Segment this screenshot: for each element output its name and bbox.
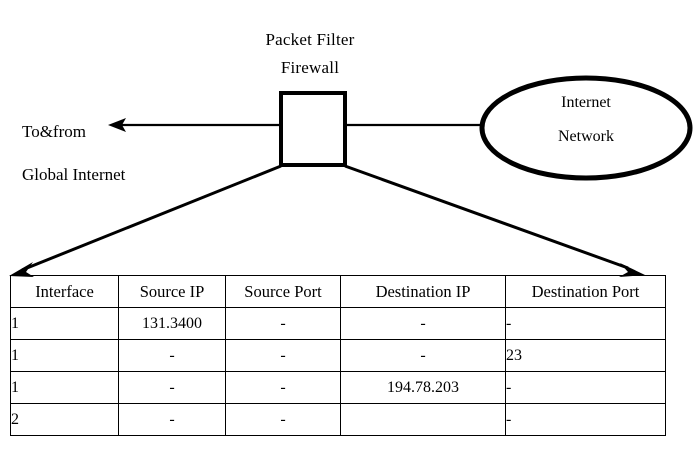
- table-left-callout-arrowhead: [9, 262, 34, 277]
- cell-source-port: -: [225, 339, 341, 372]
- cell-destination-port: -: [505, 403, 666, 436]
- table-row: 2 - - -: [10, 403, 666, 436]
- table-header-row: Interface Source IP Source Port Destinat…: [10, 275, 666, 308]
- cell-destination-ip: [340, 403, 506, 436]
- table-row: 1 131.3400 - - -: [10, 307, 666, 340]
- to-global-internet-arrowhead: [108, 118, 126, 132]
- table-right-callout-line: [344, 164, 629, 270]
- cell-destination-ip: 194.78.203: [340, 371, 506, 404]
- cell-source-ip: -: [118, 339, 226, 372]
- global-internet-label-line1: To&from: [22, 122, 86, 141]
- internet-network-label-line1: Internet: [561, 94, 611, 111]
- diagram-title-line1: Packet Filter: [265, 30, 355, 49]
- cell-interface: 1: [10, 307, 119, 340]
- cell-source-port: -: [225, 307, 341, 340]
- cell-destination-port: 23: [505, 339, 666, 372]
- packet-filter-rules-table: Interface Source IP Source Port Destinat…: [10, 275, 666, 436]
- table-row: 1 - - - 23: [10, 339, 666, 372]
- cell-source-ip: -: [118, 371, 226, 404]
- cell-destination-ip: -: [340, 339, 506, 372]
- cell-destination-port: -: [505, 371, 666, 404]
- internet-network-label-line2: Network: [558, 128, 614, 145]
- column-header-source-ip: Source IP: [118, 275, 226, 308]
- column-header-destination-ip: Destination IP: [340, 275, 506, 308]
- table-right-callout-arrowhead: [619, 263, 645, 277]
- column-header-source-port: Source Port: [225, 275, 341, 308]
- table-row: 1 - - 194.78.203 -: [10, 371, 666, 404]
- column-header-destination-port: Destination Port: [505, 275, 666, 308]
- cell-destination-port: -: [505, 307, 666, 340]
- cell-interface: 1: [10, 371, 119, 404]
- global-internet-label-line2: Global Internet: [22, 165, 126, 184]
- cell-interface: 1: [10, 339, 119, 372]
- cell-interface: 2: [10, 403, 119, 436]
- cell-source-port: -: [225, 371, 341, 404]
- firewall-box: [279, 91, 347, 167]
- table-left-callout-line: [21, 164, 282, 272]
- diagram-title-line2: Firewall: [280, 58, 340, 77]
- column-header-interface: Interface: [10, 275, 119, 308]
- internet-network-ellipse: [479, 75, 693, 181]
- cell-destination-ip: -: [340, 307, 506, 340]
- cell-source-ip: -: [118, 403, 226, 436]
- cell-source-port: -: [225, 403, 341, 436]
- cell-source-ip: 131.3400: [118, 307, 226, 340]
